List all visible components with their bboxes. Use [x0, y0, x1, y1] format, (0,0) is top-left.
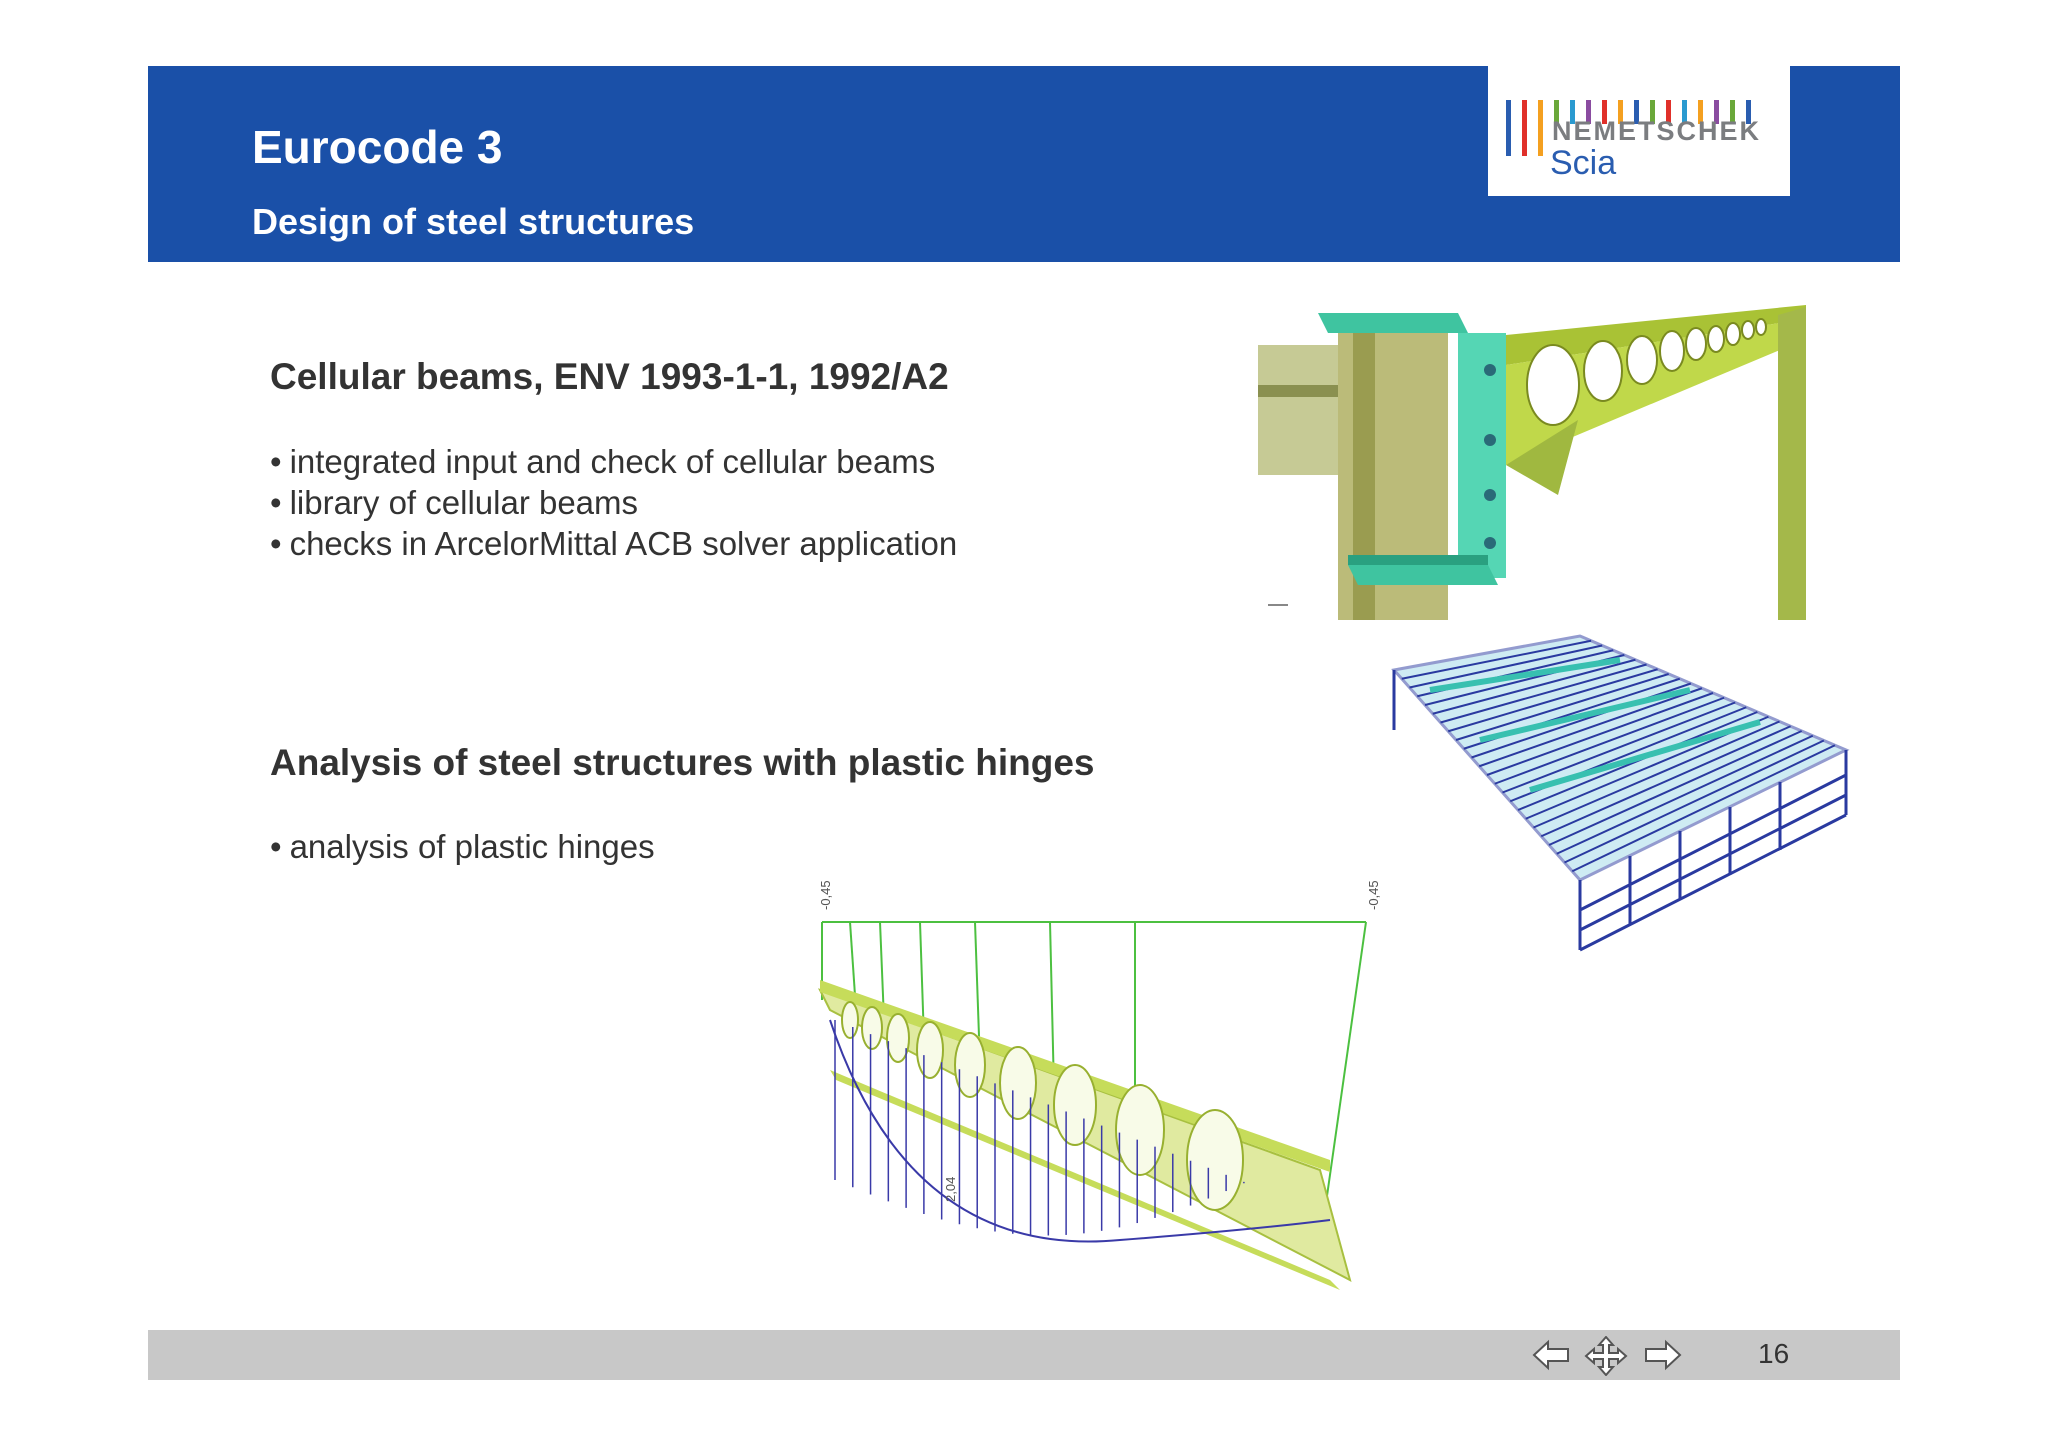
bullet-item: library of cellular beams [270, 482, 957, 523]
section-heading-plastic-hinges: Analysis of steel structures with plasti… [270, 742, 1095, 783]
plastic-hinge-beam-image: -0,45 -0,45 2,04 [817, 880, 1381, 1290]
logo-bar [1602, 100, 1607, 124]
logo-bar [1586, 100, 1591, 124]
logo-bar [1522, 100, 1527, 156]
logo-bar [1698, 100, 1703, 124]
logo-bar [1714, 100, 1719, 124]
beam-label-right: -0,45 [1366, 880, 1381, 910]
logo-subword: Scia [1550, 144, 1617, 182]
footer-bar: 16 [148, 1330, 1900, 1380]
page-number: 16 [1758, 1338, 1790, 1369]
logo-bar [1650, 100, 1655, 124]
bullet-item: checks in ArcelorMittal ACB solver appli… [270, 523, 958, 564]
logo-wordmark: NEMETSCHEK [1552, 116, 1762, 146]
logo-bar [1538, 100, 1543, 156]
section-heading-cellular-beams: Cellular beams, ENV 1993-1-1, 1992/A2 [270, 356, 949, 397]
bullet-item: analysis of plastic hinges [270, 826, 655, 867]
logo-bars-graphic [1506, 100, 1751, 156]
logo-bar [1618, 100, 1623, 124]
logo-bar [1634, 100, 1639, 124]
nemetschek-scia-logo: NEMETSCHEK Scia [1488, 66, 1790, 196]
bullet-list-cellular-beams: integrated input and check of cellular b… [270, 441, 958, 564]
arrow-left-icon[interactable] [1532, 1336, 1572, 1374]
beam-label-mid: 2,04 [943, 1177, 958, 1202]
bullet-item: integrated input and check of cellular b… [270, 441, 957, 482]
logo-bar [1666, 100, 1671, 124]
bullet-list-plastic-hinges: analysis of plastic hinges [270, 826, 655, 867]
logo-bar [1554, 100, 1559, 124]
logo-bar [1730, 100, 1735, 124]
steel-hall-frame-image [1391, 634, 1850, 952]
move-icon[interactable] [1584, 1336, 1628, 1376]
logo-bar [1682, 100, 1687, 124]
logo-bar [1746, 100, 1751, 124]
logo-bar [1506, 100, 1511, 156]
slide-subtitle: Design of steel structures [252, 201, 695, 242]
arrow-right-icon[interactable] [1642, 1336, 1682, 1374]
logo-bar [1570, 100, 1575, 124]
cellular-beam-connection-image [1258, 305, 1808, 620]
slide-title: Eurocode 3 [252, 121, 503, 173]
beam-label-left: -0,45 [818, 880, 833, 910]
